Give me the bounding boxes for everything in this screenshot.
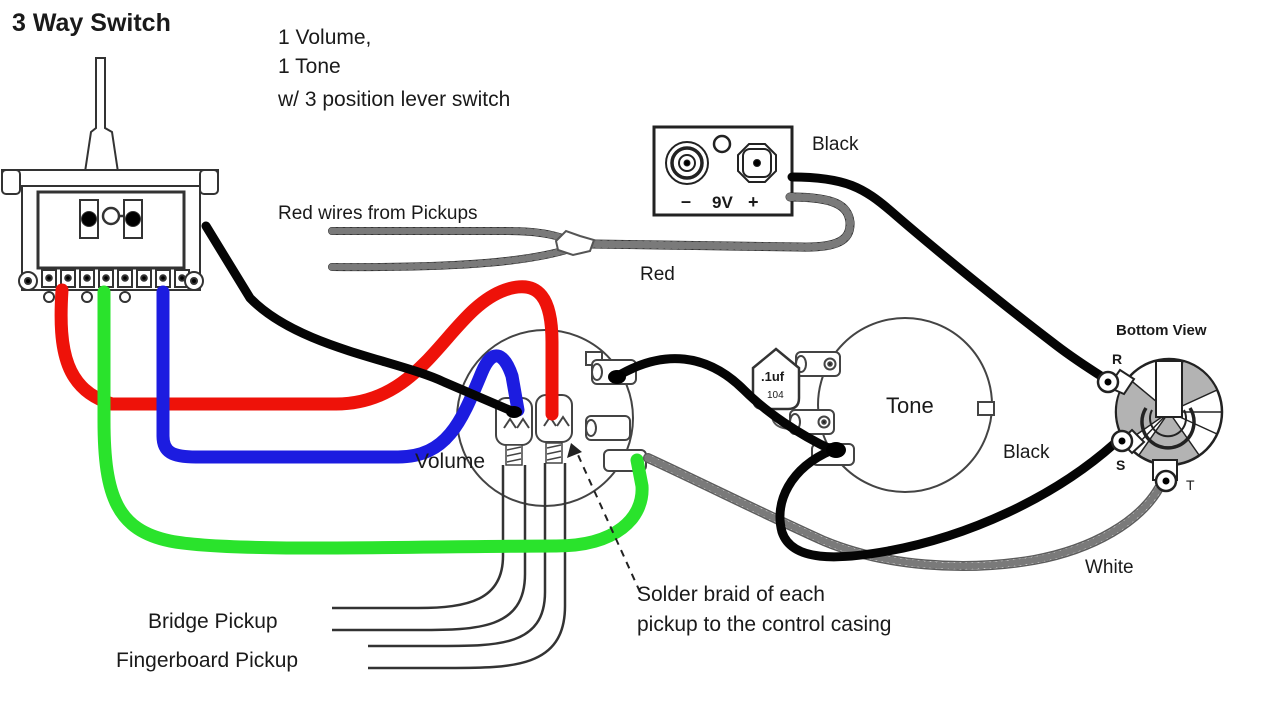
jack-r-label: R bbox=[1112, 351, 1122, 367]
volume-pot bbox=[332, 329, 647, 670]
fingerboard-pickup-label: Fingerboard Pickup bbox=[116, 649, 298, 672]
solder-blob-tone-lug bbox=[826, 442, 846, 458]
black-wire-tone-to-jack-s bbox=[775, 439, 1119, 562]
battery-minus-label: – bbox=[681, 191, 691, 211]
battery-terminal-positive bbox=[737, 143, 777, 183]
battery-terminal-negative bbox=[665, 141, 709, 185]
black-wire-switch-to-volume bbox=[201, 221, 519, 417]
jack-terminal-r-hole bbox=[1104, 378, 1112, 386]
solder-note-leader bbox=[567, 443, 641, 593]
battery-voltage-label: 9V bbox=[712, 193, 733, 212]
switch-contact-right bbox=[125, 211, 141, 227]
green-wire-switch-to-volume bbox=[97, 285, 649, 555]
switch-pivot bbox=[101, 206, 121, 226]
jack-spring-clip-inner bbox=[1149, 409, 1187, 438]
jack-terminal-t-hole bbox=[1162, 477, 1170, 485]
blue-wire-switch-to-volume bbox=[156, 285, 525, 464]
switch-contact-left bbox=[81, 211, 97, 227]
solder-junction bbox=[554, 229, 596, 257]
solder-note-line-1: Solder braid of each bbox=[637, 583, 825, 606]
volume-label: Volume bbox=[415, 450, 485, 473]
switch-mount-plate bbox=[1, 169, 219, 187]
switch-lever bbox=[83, 57, 120, 173]
switch-body-face bbox=[36, 190, 186, 270]
jack-top-tab bbox=[1155, 360, 1183, 418]
battery-clip bbox=[652, 125, 794, 217]
solder-blob-volume-casing bbox=[506, 406, 522, 418]
diagram-title: 3 Way Switch bbox=[12, 9, 171, 37]
output-jack bbox=[1096, 357, 1224, 493]
jack-t-label: T bbox=[1186, 477, 1195, 493]
pickup-red-braided-wires bbox=[328, 227, 580, 272]
battery-clip-hole bbox=[712, 134, 732, 154]
leader-arrowhead bbox=[567, 443, 582, 458]
red-wire-switch-to-volume bbox=[54, 280, 559, 421]
bridge-pickup-label: Bridge Pickup bbox=[148, 610, 278, 633]
subtitle-line-3: w/ 3 position lever switch bbox=[277, 88, 510, 111]
pickup-cables bbox=[332, 463, 567, 670]
battery-plus-label: + bbox=[748, 192, 759, 212]
battery-red-label: Red bbox=[640, 264, 675, 285]
jack-black-label: Black bbox=[1003, 442, 1050, 463]
subtitle-line-1: 1 Volume, bbox=[278, 26, 371, 49]
pickup-wires-label: Red wires from Pickups bbox=[278, 203, 478, 224]
jack-white-label: White bbox=[1085, 557, 1134, 578]
three-way-switch bbox=[1, 57, 219, 303]
switch-mount-ear-left bbox=[1, 169, 21, 195]
switch-mount-ear-right bbox=[199, 169, 219, 195]
black-wire-volume-to-tone bbox=[611, 354, 837, 455]
battery-red-braided-wire bbox=[587, 192, 855, 252]
black-wire-battery-to-jack-r bbox=[787, 172, 1109, 383]
jack-s-label: S bbox=[1116, 457, 1125, 473]
tone-pot bbox=[789, 317, 995, 493]
black-wires bbox=[201, 172, 1119, 562]
battery-black-label: Black bbox=[812, 134, 859, 155]
solder-note-line-2: pickup to the control casing bbox=[637, 613, 891, 636]
subtitle-line-2: 1 Tone bbox=[278, 55, 341, 78]
white-braided-wire bbox=[643, 453, 1164, 571]
jack-terminal-s-hole bbox=[1118, 437, 1126, 445]
cap-value-label: .1uf bbox=[761, 369, 785, 384]
switch-terminals bbox=[18, 269, 204, 303]
solder-blob-volume-lug bbox=[608, 370, 626, 384]
tone-label: Tone bbox=[886, 393, 934, 418]
jack-spring-clip bbox=[1140, 407, 1196, 450]
cap-code-label: 104 bbox=[767, 390, 784, 401]
tone-pot-notch bbox=[977, 401, 995, 416]
jack-view-label: Bottom View bbox=[1116, 322, 1207, 339]
